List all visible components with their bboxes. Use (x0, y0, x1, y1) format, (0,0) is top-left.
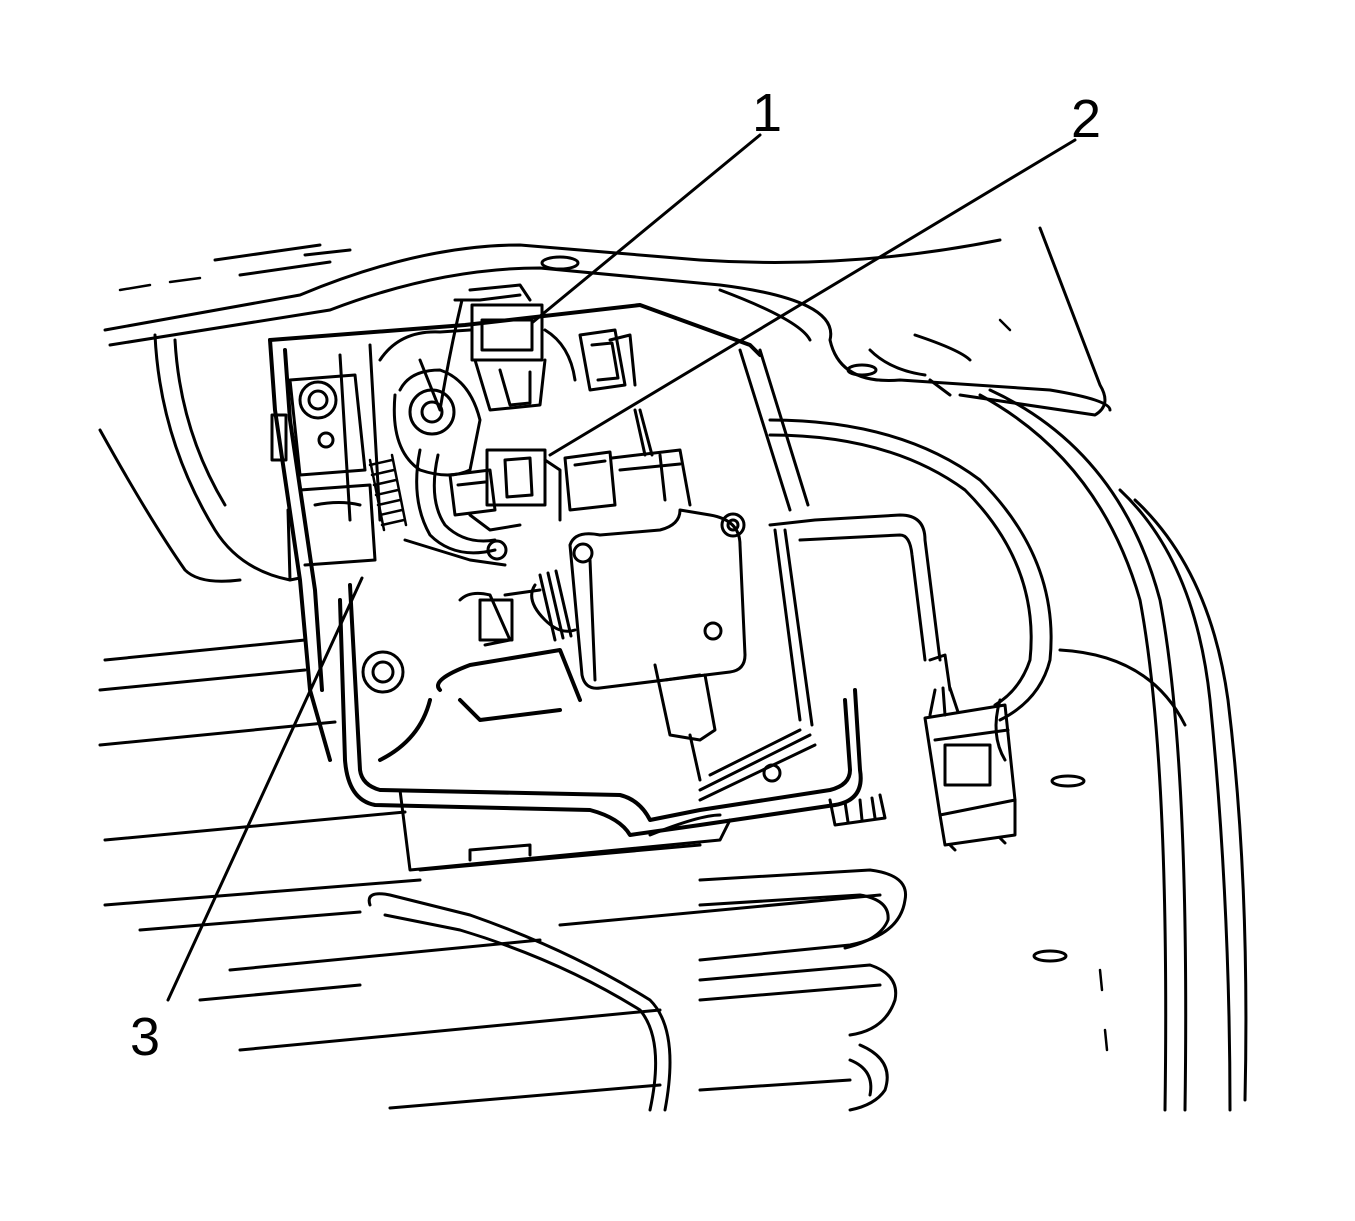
latch-lever (378, 293, 522, 567)
wiring-harness-right (768, 388, 1248, 1112)
connector-2 (448, 448, 562, 532)
harness-connector (923, 653, 1017, 852)
leader-line-2 (548, 138, 1077, 457)
mounting-bolts (298, 380, 782, 783)
lower-housing-block (398, 788, 732, 872)
floor-holes (1032, 774, 1086, 963)
callout-2: 2 (1071, 89, 1102, 149)
callout-3: 3 (130, 1007, 161, 1067)
leader-line-3 (166, 576, 364, 1002)
panel-slats (98, 638, 882, 1110)
upper-clip (578, 328, 654, 457)
wiring-harness-lower (367, 892, 672, 1112)
callout-leader-lines (166, 133, 1077, 1002)
callout-1: 1 (752, 83, 783, 143)
actuator-rod (653, 348, 942, 802)
door-lock-actuator (458, 508, 747, 690)
left-bracket (270, 343, 382, 582)
seam-marks (118, 276, 1109, 1052)
switch-block (563, 448, 692, 512)
housing-feet (828, 793, 887, 827)
trim-panel-outline (98, 226, 1112, 583)
leader-line-1 (531, 133, 762, 324)
lock-housing (268, 303, 863, 837)
slat-ends (698, 868, 908, 1112)
coil-spring (368, 453, 408, 532)
connector-1 (468, 283, 577, 412)
